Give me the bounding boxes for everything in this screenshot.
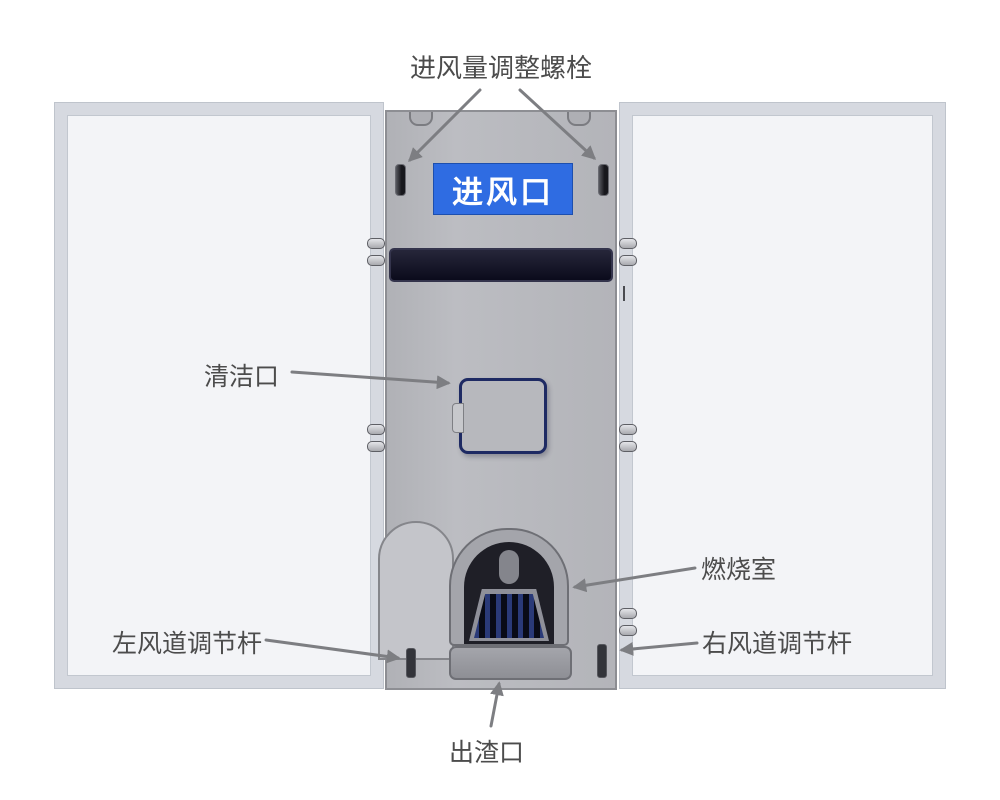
hinge-left-top bbox=[367, 238, 385, 266]
hinge-knuckle bbox=[367, 441, 385, 452]
air-adjust-bolt-right bbox=[598, 164, 609, 196]
hinge-knuckle bbox=[367, 255, 385, 266]
hinge-knuckle bbox=[619, 424, 637, 435]
hinge-knuckle bbox=[619, 625, 637, 636]
panel-gap-mark bbox=[623, 286, 625, 301]
hinge-knuckle bbox=[367, 238, 385, 249]
hinge-right-bottom bbox=[619, 608, 637, 636]
left-dome-cover bbox=[378, 521, 454, 660]
label-cleaning-port: 清洁口 bbox=[204, 363, 280, 391]
hinge-right-top bbox=[619, 238, 637, 266]
slag-tray bbox=[449, 646, 572, 680]
left-side-panel bbox=[54, 102, 384, 689]
grate-frame bbox=[469, 589, 549, 641]
grate-bars bbox=[474, 594, 544, 638]
cleaning-door bbox=[452, 378, 547, 454]
left-duct-rod bbox=[406, 648, 416, 678]
arrow-slag-outlet bbox=[489, 681, 504, 728]
hinge-knuckle bbox=[619, 255, 637, 266]
stove-body: 进风口 bbox=[378, 110, 617, 690]
top-tab-left bbox=[409, 112, 433, 126]
hinge-knuckle bbox=[619, 441, 637, 452]
label-right-duct-rod: 右风道调节杆 bbox=[702, 630, 853, 658]
top-tab-right bbox=[567, 112, 591, 126]
label-slag-outlet: 出渣口 bbox=[449, 739, 525, 767]
hinge-left-middle bbox=[367, 424, 385, 452]
right-side-panel bbox=[619, 102, 946, 689]
hinge-knuckle bbox=[619, 238, 637, 249]
air-intake-slot bbox=[389, 248, 613, 282]
combustion-chamber bbox=[449, 528, 569, 646]
air-inlet-plate-label: 进风口 bbox=[452, 174, 554, 210]
label-air-adjust-bolt: 进风量调整螺栓 bbox=[409, 53, 592, 83]
hinge-right-middle bbox=[619, 424, 637, 452]
air-adjust-bolt-left bbox=[395, 164, 406, 196]
burner-nozzle bbox=[499, 550, 519, 584]
right-duct-rod bbox=[597, 644, 607, 678]
label-combustion-chamber: 燃烧室 bbox=[701, 556, 777, 584]
hinge-knuckle bbox=[367, 424, 385, 435]
combustion-cavity bbox=[464, 542, 554, 644]
cleaning-door-handle bbox=[452, 403, 464, 433]
air-inlet-plate: 进风口 bbox=[433, 163, 573, 215]
hinge-knuckle bbox=[619, 608, 637, 619]
label-left-duct-rod: 左风道调节杆 bbox=[112, 630, 263, 658]
